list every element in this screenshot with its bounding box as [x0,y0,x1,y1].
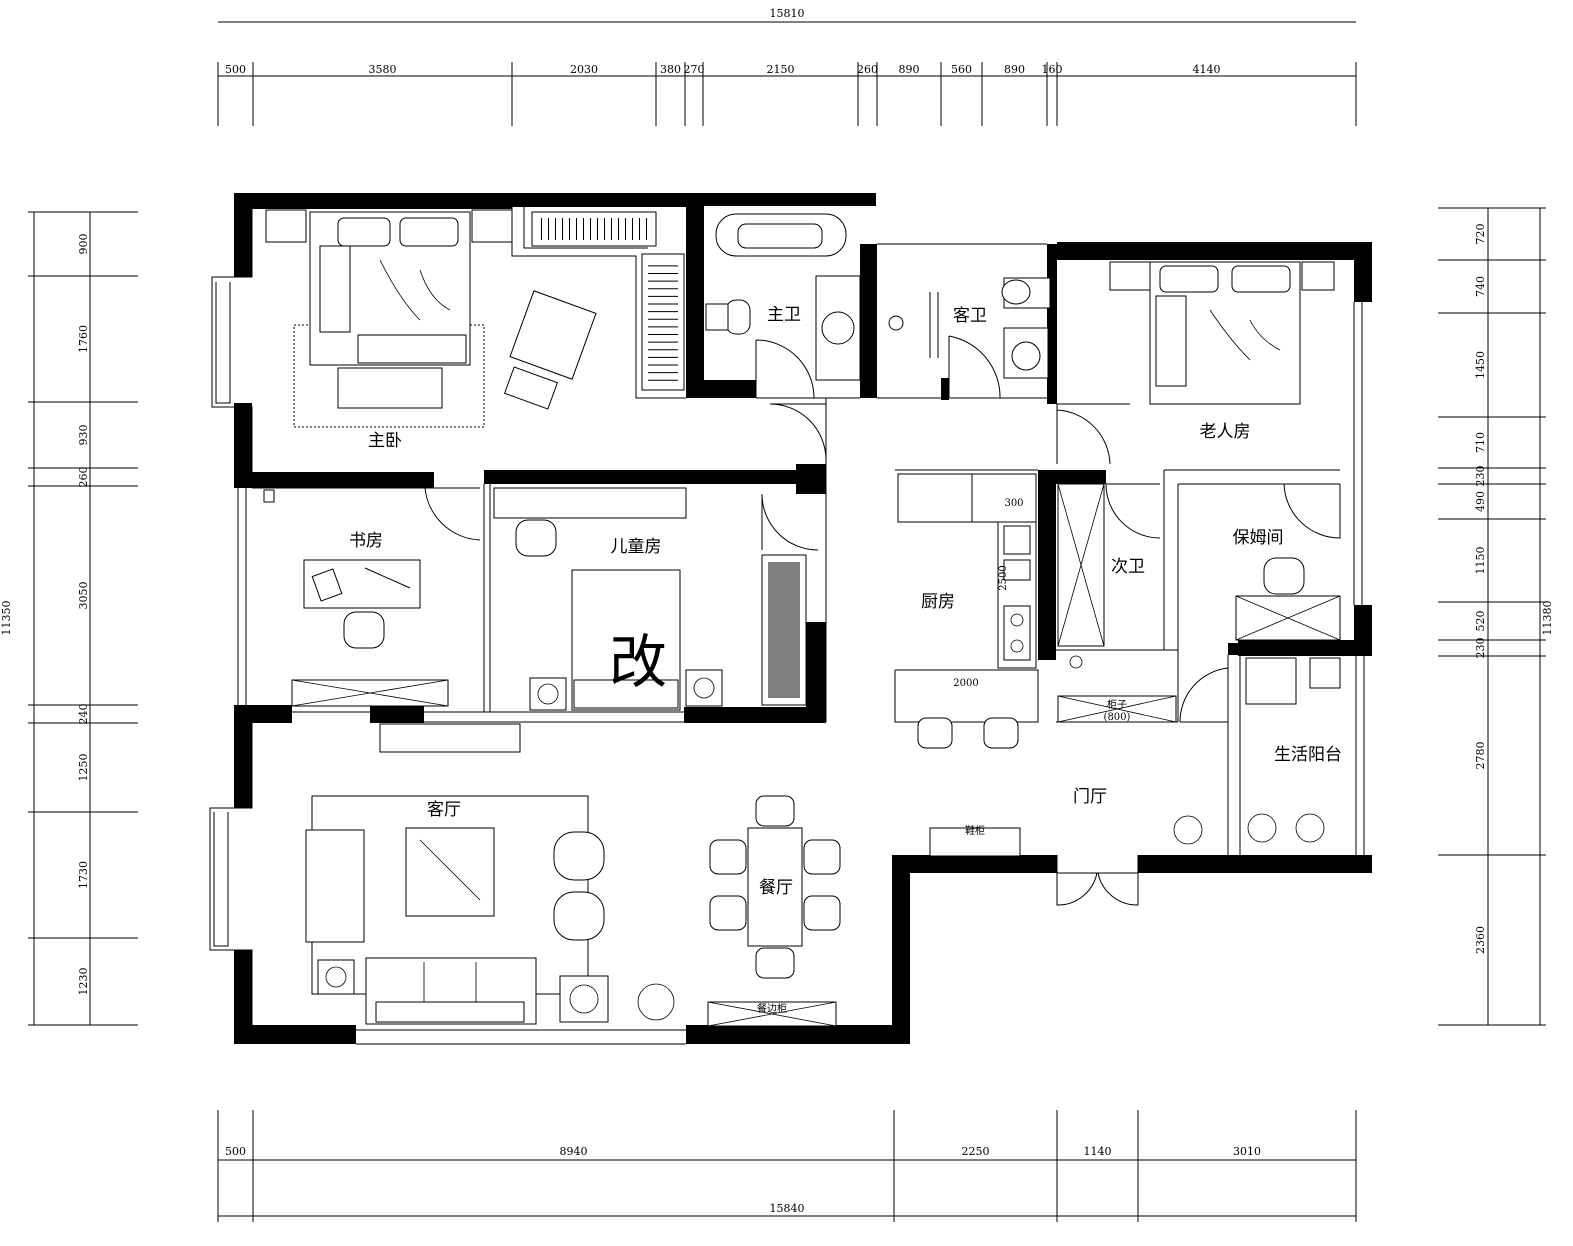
counter-side-dimension: 2500 [998,565,1009,590]
dimension-label: 2150 [767,63,795,76]
bottom-total-dimension: 15840 [770,1202,805,1215]
counter-width-dimension: 2000 [953,678,978,689]
dimension-label: 260 [77,467,90,488]
dimension-label: 3580 [369,63,397,76]
dimension-label: 270 [684,63,705,76]
dimension-label: 1140 [1084,1145,1112,1158]
dimension-label: 160 [1042,63,1063,76]
dimension-label: 1450 [1474,351,1487,379]
dimension-label: 2360 [1474,926,1487,954]
right-total-dimension: 11380 [1541,601,1554,636]
dimension-label: 260 [857,63,878,76]
room-label-guest-bath: 客卫 [953,306,987,326]
dimension-label: 900 [77,234,90,255]
dimension-label: 500 [225,1145,246,1158]
wardrobe-hangers [541,218,647,240]
dimension-label: 3010 [1233,1145,1261,1158]
bottom-dimension-chain: 15840 500 8940 2250 1140 3010 [217,1110,1357,1222]
dimension-label: 1250 [77,754,90,782]
dimension-label: 4140 [1193,63,1221,76]
room-label-living-room: 客厅 [427,800,461,820]
room-label-kitchen: 厨房 [921,592,955,612]
room-label-second-bath: 次卫 [1111,557,1145,577]
room-label-utility-balcony: 生活阳台 [1274,745,1342,765]
plant-icon [637,983,675,1021]
dimension-label: 1150 [1474,547,1487,575]
dimension-label: 710 [1474,432,1487,453]
dimension-label: 720 [1474,224,1487,245]
dimension-label: 890 [899,63,920,76]
room-labels: 主卧 主卫 客卫 老人房 书房 儿童房 厨房 次卫 保姆间 客厅 餐厅 门厅 生… [349,305,1342,1015]
dimension-label: 8940 [560,1145,588,1158]
dimension-label: 3050 [77,582,90,610]
dimension-label: 230 [1474,466,1487,487]
counter-depth-dimension: 300 [1004,498,1023,509]
room-label-entrance: 门厅 [1073,787,1107,807]
dimension-label: 1730 [77,861,90,889]
dimension-label: 520 [1474,611,1487,632]
dimension-label: 240 [77,704,90,725]
dimension-label: 890 [1004,63,1025,76]
plant-icon [1173,813,1325,845]
left-total-dimension: 11350 [0,601,13,636]
cabinet-label: 柜子 [1107,698,1127,711]
room-label-kids-room: 儿童房 [611,537,662,557]
dimension-label: 560 [951,63,972,76]
dimension-label: 1760 [77,325,90,353]
wardrobe-hangers [648,265,678,381]
dimension-label: 1230 [77,968,90,996]
top-total-dimension: 15810 [770,7,805,20]
dimension-label: 500 [225,63,246,76]
room-label-study: 书房 [349,531,383,551]
sideboard-label: 餐边柜 [757,1002,787,1015]
dimension-label: 230 [1474,638,1487,659]
dimension-label: 2250 [962,1145,990,1158]
shoe-cabinet-label: 鞋柜 [965,824,985,837]
walls [234,193,1372,1044]
dimension-label: 740 [1474,276,1487,297]
dimension-label: 380 [660,63,681,76]
furniture [263,209,1341,1027]
dimension-label: 490 [1474,491,1487,512]
room-label-elder-room: 老人房 [1200,422,1251,442]
dimension-label: 2030 [570,63,598,76]
doors [424,335,1341,906]
room-label-dining-room: 餐厅 [759,878,793,898]
dimension-label: 930 [77,425,90,446]
dimension-label: 2780 [1474,742,1487,770]
room-label-master-bedroom: 主卧 [368,431,402,451]
left-dimension-chain: 11350 900 1760 930 260 3050 240 1250 1730 1230 [0,211,138,1026]
room-label-master-bath: 主卫 [767,305,801,325]
cabinet-dimension-label: (800) [1104,712,1131,723]
room-label-nanny-room: 保姆间 [1233,528,1284,548]
wardrobe-hangers [768,562,800,698]
right-dimension-chain: 11380 720 740 1450 710 230 490 1150 520 230 2780 2… [1438,207,1554,1026]
armchair-icon [503,290,597,410]
revision-stamp: 改 [609,628,667,696]
